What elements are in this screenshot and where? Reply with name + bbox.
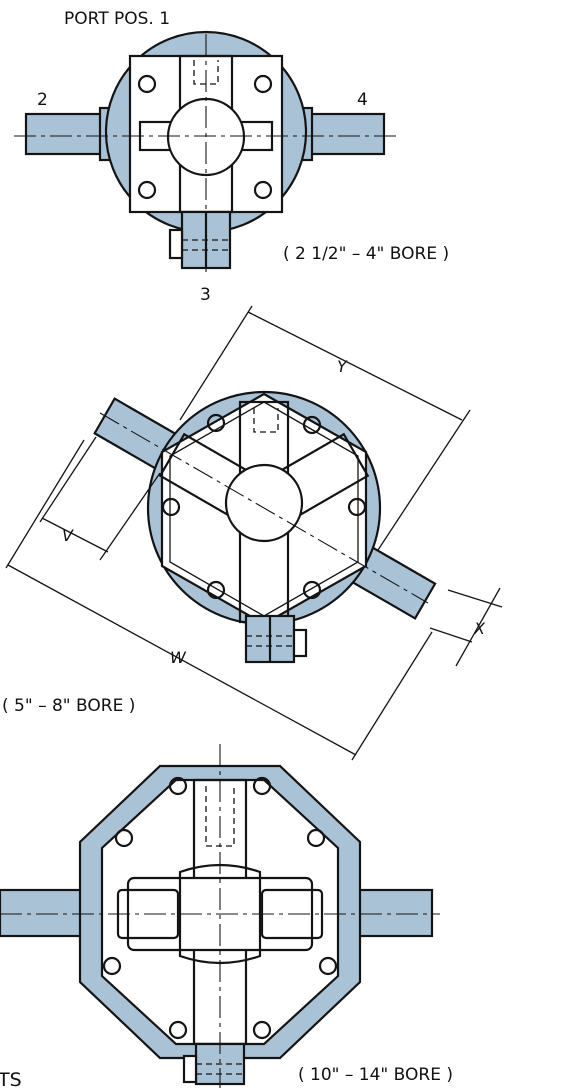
large-clamp-bolt-head: [182, 1054, 198, 1084]
dim-y-label: Y: [337, 357, 348, 376]
medium-port-centerline: [99, 412, 429, 604]
port-2-stub: [24, 112, 108, 156]
large-bolt-hole: [102, 956, 122, 976]
port-4-stub: [302, 112, 386, 156]
medium-bolt-hole: [161, 497, 181, 517]
large-bolt-hole: [114, 828, 134, 848]
small-clamp-bolt-head: [168, 228, 184, 260]
small-bolt-hole: [253, 74, 273, 94]
dim-y-ext-2: [377, 409, 471, 551]
medium-bore-circle: [224, 463, 304, 543]
large-center-barrel: [178, 863, 262, 965]
medium-bolt-hole: [206, 413, 226, 433]
dim-w-ext-1: [5, 439, 85, 569]
small-bolt-hole: [253, 180, 273, 200]
large-bolt-hole: [252, 776, 272, 796]
medium-bolt-hole: [347, 497, 367, 517]
dim-x-label: X: [473, 619, 486, 638]
port-4-label: 4: [357, 90, 368, 110]
large-bore-caption: ( 10" – 14" BORE ): [298, 1065, 453, 1085]
medium-bolt-hole: [302, 415, 322, 435]
dim-y-ext-1: [179, 305, 253, 421]
port-3-label: 3: [200, 285, 211, 305]
medium-clamp-hidden-bolt: [246, 635, 294, 647]
medium-bore-caption: ( 5" – 8" BORE ): [2, 696, 135, 716]
port-2-label: 2: [37, 90, 48, 110]
dim-w-label: W: [170, 648, 187, 667]
large-bolt-hole: [306, 828, 326, 848]
dim-v-ext-1: [39, 436, 97, 523]
medium-bolt-hole: [206, 580, 226, 600]
dim-w-line: [7, 564, 357, 756]
small-bore-view: PORT POS. 1 2 4 ( 2 1/2" – 4" BORE: [14, 9, 449, 305]
medium-bolt-hole: [302, 580, 322, 600]
dim-y-line: [247, 311, 463, 421]
large-right-port: [350, 888, 434, 938]
dim-x-line: [455, 587, 501, 667]
large-bolt-hole: [168, 1020, 188, 1040]
small-bore-caption: ( 2 1/2" – 4" BORE ): [283, 244, 449, 264]
medium-bore-view: Y V W X ( 5" – 8" BORE ): [2, 305, 503, 761]
dim-w-ext-2: [351, 631, 433, 761]
small-bolt-hole: [137, 74, 157, 94]
large-bore-view: ( 10" – 14" BORE ) TS: [0, 744, 453, 1088]
dim-x-ext-2: [429, 627, 473, 643]
port-position-label: PORT POS. 1: [64, 9, 170, 29]
dim-v-ext-2: [99, 472, 161, 561]
large-bolt-hole: [168, 776, 188, 796]
edge-text-fragment: TS: [0, 1069, 22, 1088]
small-bolt-hole: [137, 180, 157, 200]
dim-v-label: V: [62, 526, 74, 545]
large-bolt-hole: [318, 956, 338, 976]
dim-x-ext-1: [447, 589, 503, 608]
dim-v-line: [41, 517, 109, 553]
large-bolt-hole: [252, 1020, 272, 1040]
medium-clamp-bolt-head: [292, 628, 308, 658]
medium-hidden-port: [253, 408, 279, 433]
